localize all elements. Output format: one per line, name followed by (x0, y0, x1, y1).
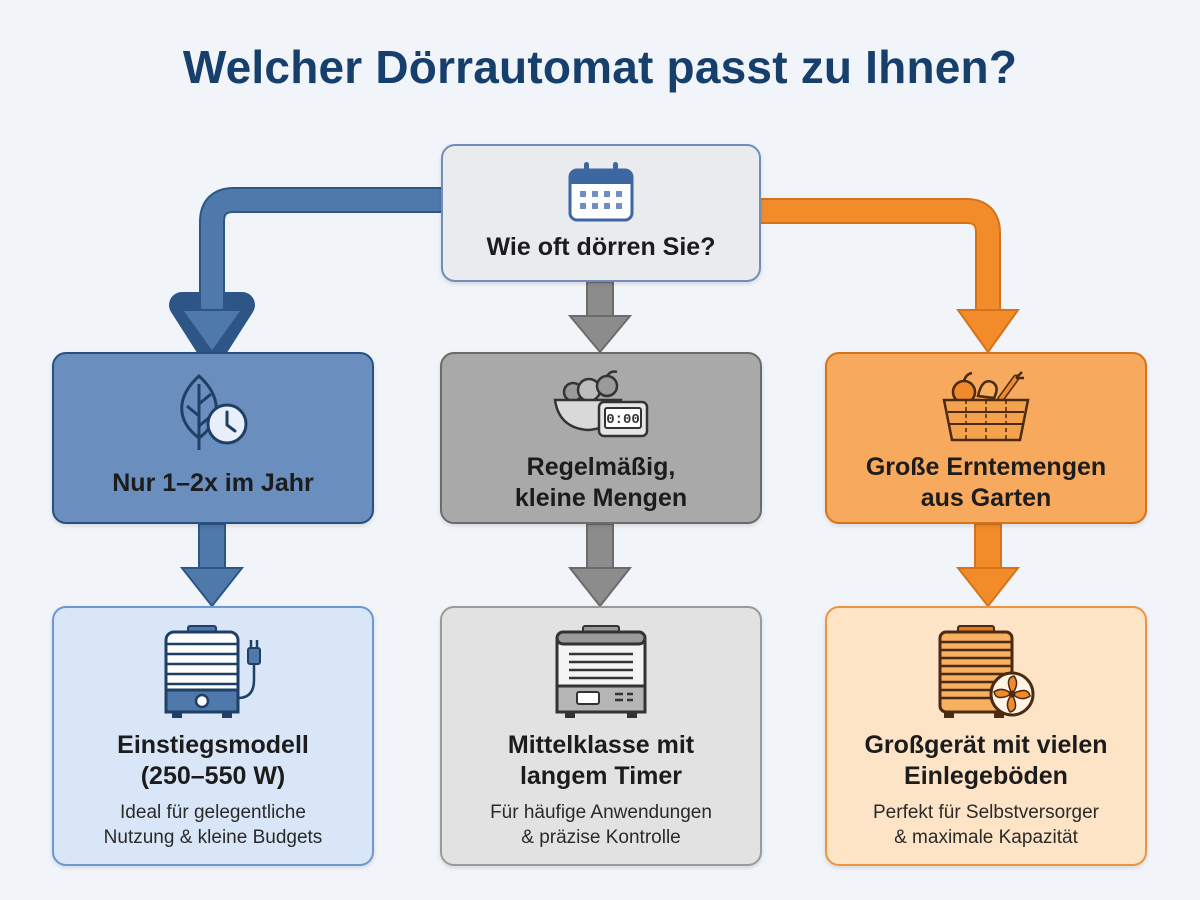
result-label: Mittelklasse mit langem Timer (507, 731, 695, 790)
arrow-right-to-result (974, 523, 1002, 570)
result-description: Perfekt für Selbstversorger & maximale K… (873, 802, 1099, 848)
result-label: Einstiegsmodell (250–550 W) (117, 731, 309, 790)
arrow-middle-to-result (586, 523, 614, 570)
large-dehydrator-fan-icon (938, 625, 1035, 718)
svg-text:0:00: 0:00 (606, 412, 640, 428)
result-label: Großgerät mit vielen Einlegeböden (864, 731, 1108, 790)
choice-label: Nur 1–2x im Jahr (112, 469, 314, 497)
arrow-to-right-choice (761, 198, 1001, 312)
fruit-bowl-timer-icon: 0:00 (553, 370, 649, 438)
question-label: Wie oft dörren Sie? (486, 233, 716, 261)
arrow-to-middle-choice (586, 281, 614, 319)
basic-dehydrator-icon (164, 625, 261, 718)
choice-harvest: Große Erntemengen aus Garten (825, 352, 1147, 524)
result-large-device: Großgerät mit vielen Einlegeböden Perfek… (825, 606, 1147, 866)
page-title: Welcher Dörrautomat passt zu Ihnen? (182, 41, 1018, 93)
choice-regular: 0:00 Regelmäßig, kleine Mengen (440, 352, 762, 524)
result-description: Für häufige Anwendungen & präzise Kontro… (490, 802, 712, 848)
result-mid-range: Mittelklasse mit langem Timer Für häufig… (440, 606, 762, 866)
result-description: Ideal für gelegentliche Nutzung & kleine… (103, 802, 323, 848)
arrow-left-to-result (198, 523, 226, 570)
vegetable-basket-icon (942, 371, 1030, 442)
choice-rarely: Nur 1–2x im Jahr (52, 352, 374, 524)
digital-dehydrator-icon (555, 625, 647, 718)
leaf-clock-icon (180, 373, 248, 450)
choice-label: Regelmäßig, kleine Mengen (514, 453, 688, 512)
result-entry-model: Einstiegsmodell (250–550 W) Ideal für ge… (52, 606, 374, 866)
calendar-icon (568, 162, 634, 222)
question-box: Wie oft dörren Sie? (441, 144, 761, 282)
choice-label: Große Erntemengen aus Garten (865, 453, 1107, 512)
